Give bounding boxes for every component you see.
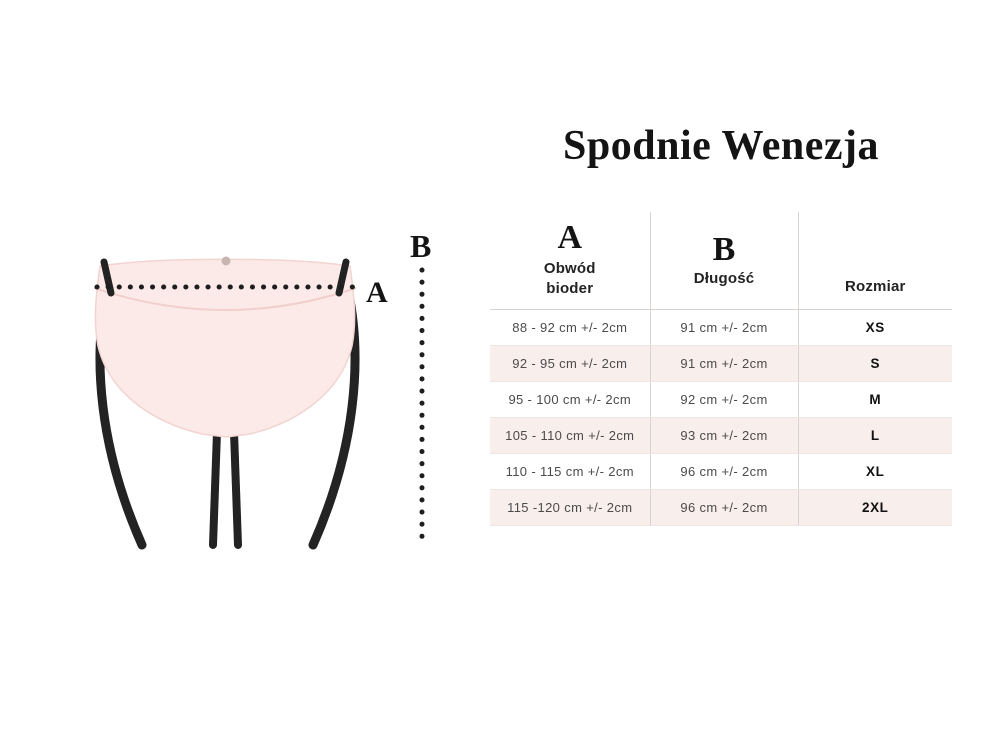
table-row: 105 - 110 cm +/- 2cm 93 cm +/- 2cm L bbox=[490, 417, 952, 455]
header-label-hip: Obwód bioder bbox=[543, 259, 596, 297]
header-label-size: Rozmiar bbox=[844, 278, 906, 296]
size-value: 2XL bbox=[798, 489, 952, 527]
size-value: XS bbox=[798, 309, 952, 347]
length-value: 91 cm +/- 2cm bbox=[649, 309, 799, 347]
inner-left-leg-line bbox=[209, 428, 221, 549]
length-value: 96 cm +/- 2cm bbox=[649, 453, 799, 491]
size-value: XL bbox=[798, 453, 952, 491]
waist-button bbox=[221, 256, 231, 266]
size-table: A Obwód bioder B Długość Rozmiar 88 - 92… bbox=[490, 212, 952, 527]
hip-value: 105 - 110 cm +/- 2cm bbox=[490, 417, 650, 455]
table-row: 92 - 95 cm +/- 2cm 91 cm +/- 2cm S bbox=[490, 345, 952, 383]
hip-value: 88 - 92 cm +/- 2cm bbox=[490, 309, 650, 347]
header-hip-circumference: A Obwód bioder bbox=[490, 212, 650, 311]
table-row: 110 - 115 cm +/- 2cm 96 cm +/- 2cm XL bbox=[490, 453, 952, 491]
table-header-row: A Obwód bioder B Długość Rozmiar bbox=[490, 212, 952, 311]
pants-illustration: A B bbox=[93, 228, 431, 550]
inner-right-leg-line bbox=[230, 428, 242, 549]
size-value: M bbox=[798, 381, 952, 419]
measure-label-b: B bbox=[410, 228, 431, 264]
waistband-seam bbox=[93, 287, 357, 311]
header-size: Rozmiar bbox=[798, 212, 952, 311]
page-title: Spodnie Wenezja bbox=[563, 123, 879, 169]
table-row: 115 -120 cm +/- 2cm 96 cm +/- 2cm 2XL bbox=[490, 489, 952, 527]
table-row: 95 - 100 cm +/- 2cm 92 cm +/- 2cm M bbox=[490, 381, 952, 419]
panty-shape bbox=[94, 258, 356, 438]
size-value: S bbox=[798, 345, 952, 383]
hip-value: 95 - 100 cm +/- 2cm bbox=[490, 381, 650, 419]
hip-value: 110 - 115 cm +/- 2cm bbox=[490, 453, 650, 491]
header-letter-b: B bbox=[712, 230, 736, 268]
length-value: 96 cm +/- 2cm bbox=[649, 489, 799, 527]
table-row: 88 - 92 cm +/- 2cm 91 cm +/- 2cm XS bbox=[490, 309, 952, 347]
length-value: 93 cm +/- 2cm bbox=[649, 417, 799, 455]
length-value: 91 cm +/- 2cm bbox=[649, 345, 799, 383]
header-letter-a: A bbox=[557, 219, 583, 256]
size-value: L bbox=[798, 417, 952, 455]
header-length: B Długość bbox=[649, 212, 799, 311]
header-label-length: Długość bbox=[693, 270, 755, 288]
hip-value: 115 -120 cm +/- 2cm bbox=[490, 489, 650, 527]
hip-value: 92 - 95 cm +/- 2cm bbox=[490, 345, 650, 383]
length-value: 92 cm +/- 2cm bbox=[649, 381, 799, 419]
measure-label-a: A bbox=[366, 276, 388, 309]
